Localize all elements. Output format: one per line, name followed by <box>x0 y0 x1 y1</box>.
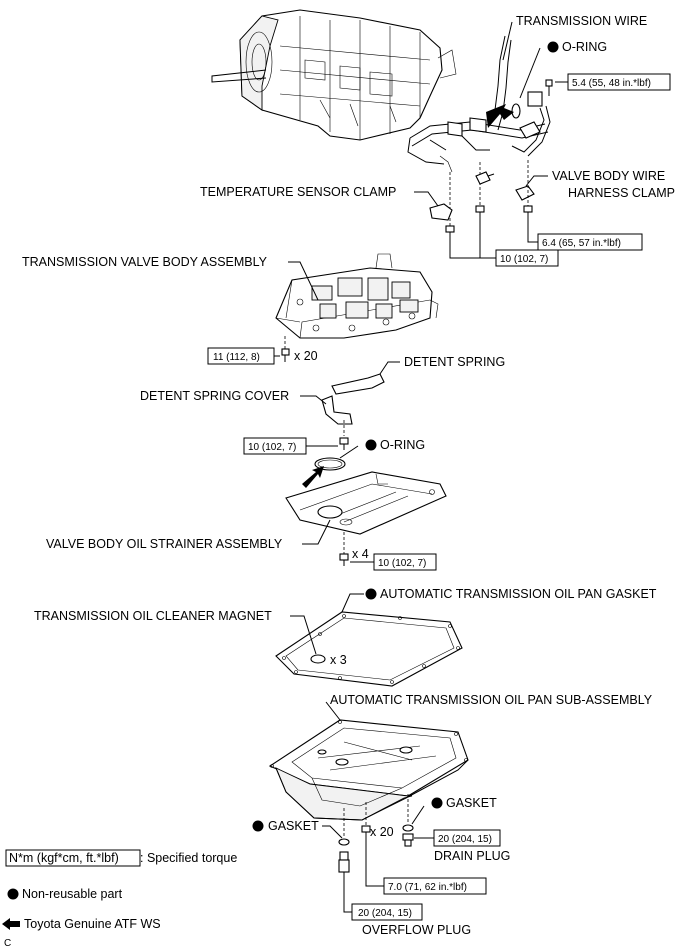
legend-non-reusable-mark <box>7 888 19 900</box>
o-ring-top-illustration <box>511 103 521 119</box>
legend-torque-box-text: N*m (kgf*cm, ft.*lbf) <box>9 851 119 865</box>
qty-x20-valve-body: x 20 <box>294 349 318 363</box>
torque-20-overflow: 20 (204, 15) <box>358 908 412 919</box>
legend-torque-box <box>5 849 141 867</box>
torque-box-20-drain <box>433 829 501 847</box>
leader-strainer <box>302 519 331 545</box>
legend: N*m (kgf*cm, ft.*lbf) : Specified torque… <box>2 849 237 931</box>
legend-atf-text: Toyota Genuine ATF WS <box>24 917 161 931</box>
legend-non-reusable-text: Non-reusable part <box>22 887 123 901</box>
label-vb-harness-clamp-line2: HARNESS CLAMP <box>568 186 675 200</box>
torque-7-0: 7.0 (71, 62 in.*lbf) <box>388 882 467 893</box>
leader-detent-spring <box>379 361 400 375</box>
detent-spring-illustration <box>331 373 385 395</box>
label-overflow-plug: OVERFLOW PLUG <box>362 923 471 937</box>
valve-body-wire-harness-clamp-illustration <box>515 185 535 201</box>
leader-gasket-right <box>411 805 425 825</box>
label-drain-plug: DRAIN PLUG <box>434 849 510 863</box>
bolt-5-4-illustration <box>545 79 553 96</box>
bolt-detent-cover <box>339 437 349 450</box>
torque-box-10-a <box>495 249 559 267</box>
torque-box-10-c <box>373 553 437 571</box>
label-gasket-right: GASKET <box>446 796 497 810</box>
drain-plug-illustration <box>402 833 414 847</box>
torque-box-7-0 <box>383 877 487 895</box>
overflow-plug-illustration <box>338 851 350 873</box>
torque-20-drain: 20 (204, 15) <box>438 834 492 845</box>
legend-torque-text: : Specified torque <box>140 851 237 865</box>
label-detent-spring: DETENT SPRING <box>404 355 505 369</box>
leader-cleaner-magnet <box>290 615 317 655</box>
atf-arrow-mid <box>302 466 324 488</box>
label-temperature-sensor-clamp: TEMPERATURE SENSOR CLAMP <box>200 185 396 199</box>
leader-o-ring-top <box>519 47 541 99</box>
bolt-strainer <box>339 553 349 566</box>
torque-box-5-4 <box>567 73 671 91</box>
torque-box-10-b <box>243 437 307 455</box>
torque-10-b: 10 (102, 7) <box>248 442 296 453</box>
label-valve-body-assembly: TRANSMISSION VALVE BODY ASSEMBLY <box>22 255 268 269</box>
legend-atf-arrow <box>2 918 20 930</box>
torque-10-a: 10 (102, 7) <box>500 254 548 265</box>
leader-transmission-wire <box>502 21 513 61</box>
label-gasket-left: GASKET <box>268 819 319 833</box>
valve-body-oil-strainer-illustration <box>285 471 447 535</box>
detent-spring-cover-illustration <box>321 395 353 425</box>
label-detent-spring-cover: DETENT SPRING COVER <box>140 389 289 403</box>
non-reusable-mark-gasket <box>365 588 377 600</box>
non-reusable-mark-top <box>547 41 559 53</box>
non-reusable-mark-mid <box>365 439 377 451</box>
torque-6-4: 6.4 (65, 57 in.*lbf) <box>542 238 621 249</box>
drain-gasket-illustration <box>402 824 414 832</box>
overflow-gasket-illustration <box>338 838 350 846</box>
leader-oil-pan <box>325 701 341 721</box>
transmission-wire-illustration <box>407 35 551 173</box>
torque-11: 11 (112, 8) <box>213 352 260 363</box>
bolt-valve-body <box>281 348 290 362</box>
bolt-wire-bracket <box>475 205 485 220</box>
transmission-case-illustration <box>211 9 457 141</box>
label-cleaner-magnet: TRANSMISSION OIL CLEANER MAGNET <box>34 609 272 623</box>
bolt-temp-clamp <box>445 225 455 240</box>
qty-x4-strainer: x 4 <box>352 547 369 561</box>
torque-5-4: 5.4 (55, 48 in.*lbf) <box>572 78 651 89</box>
leader-temperature-sensor-clamp <box>414 191 439 207</box>
valve-body-assembly-illustration <box>275 253 439 339</box>
torque-box-11 <box>207 347 275 365</box>
bolt-harness-clamp <box>523 205 533 222</box>
qty-x20-pan: x 20 <box>370 825 394 839</box>
oil-pan-illustration <box>268 719 469 821</box>
label-strainer-assembly: VALVE BODY OIL STRAINER ASSEMBLY <box>46 537 283 551</box>
torque-10-c: 10 (102, 7) <box>378 558 426 569</box>
label-vb-harness-clamp-line1: VALVE BODY WIRE <box>552 169 665 183</box>
label-oil-pan-gasket: AUTOMATIC TRANSMISSION OIL PAN GASKET <box>380 587 657 601</box>
leader-detent-spring-cover <box>300 395 327 405</box>
label-o-ring-top: O-RING <box>562 40 607 54</box>
label-transmission-wire: TRANSMISSION WIRE <box>516 14 647 28</box>
label-oil-pan-sub-assembly: AUTOMATIC TRANSMISSION OIL PAN SUB-ASSEM… <box>330 693 653 707</box>
label-o-ring-mid: O-RING <box>380 438 425 452</box>
non-reusable-mark-gasket-left <box>252 820 264 832</box>
oil-pan-gasket-illustration <box>275 611 463 687</box>
temperature-sensor-clamp-illustration <box>429 203 453 221</box>
corner-code: C <box>4 938 11 949</box>
torque-box-20-overflow <box>351 903 423 921</box>
leader-oil-pan-gasket <box>341 593 364 613</box>
leader-gasket-left <box>322 825 343 839</box>
torque-box-6-4 <box>537 233 643 251</box>
qty-x3-magnet: x 3 <box>330 653 347 667</box>
atf-arrow-top <box>486 104 514 128</box>
leader-valve-body-assembly <box>288 261 319 301</box>
leader-valve-body-wire-harness-clamp <box>525 175 548 187</box>
non-reusable-mark-gasket-right <box>431 797 443 809</box>
bolt-oil-pan <box>361 825 371 842</box>
leader-o-ring-mid <box>339 445 359 459</box>
